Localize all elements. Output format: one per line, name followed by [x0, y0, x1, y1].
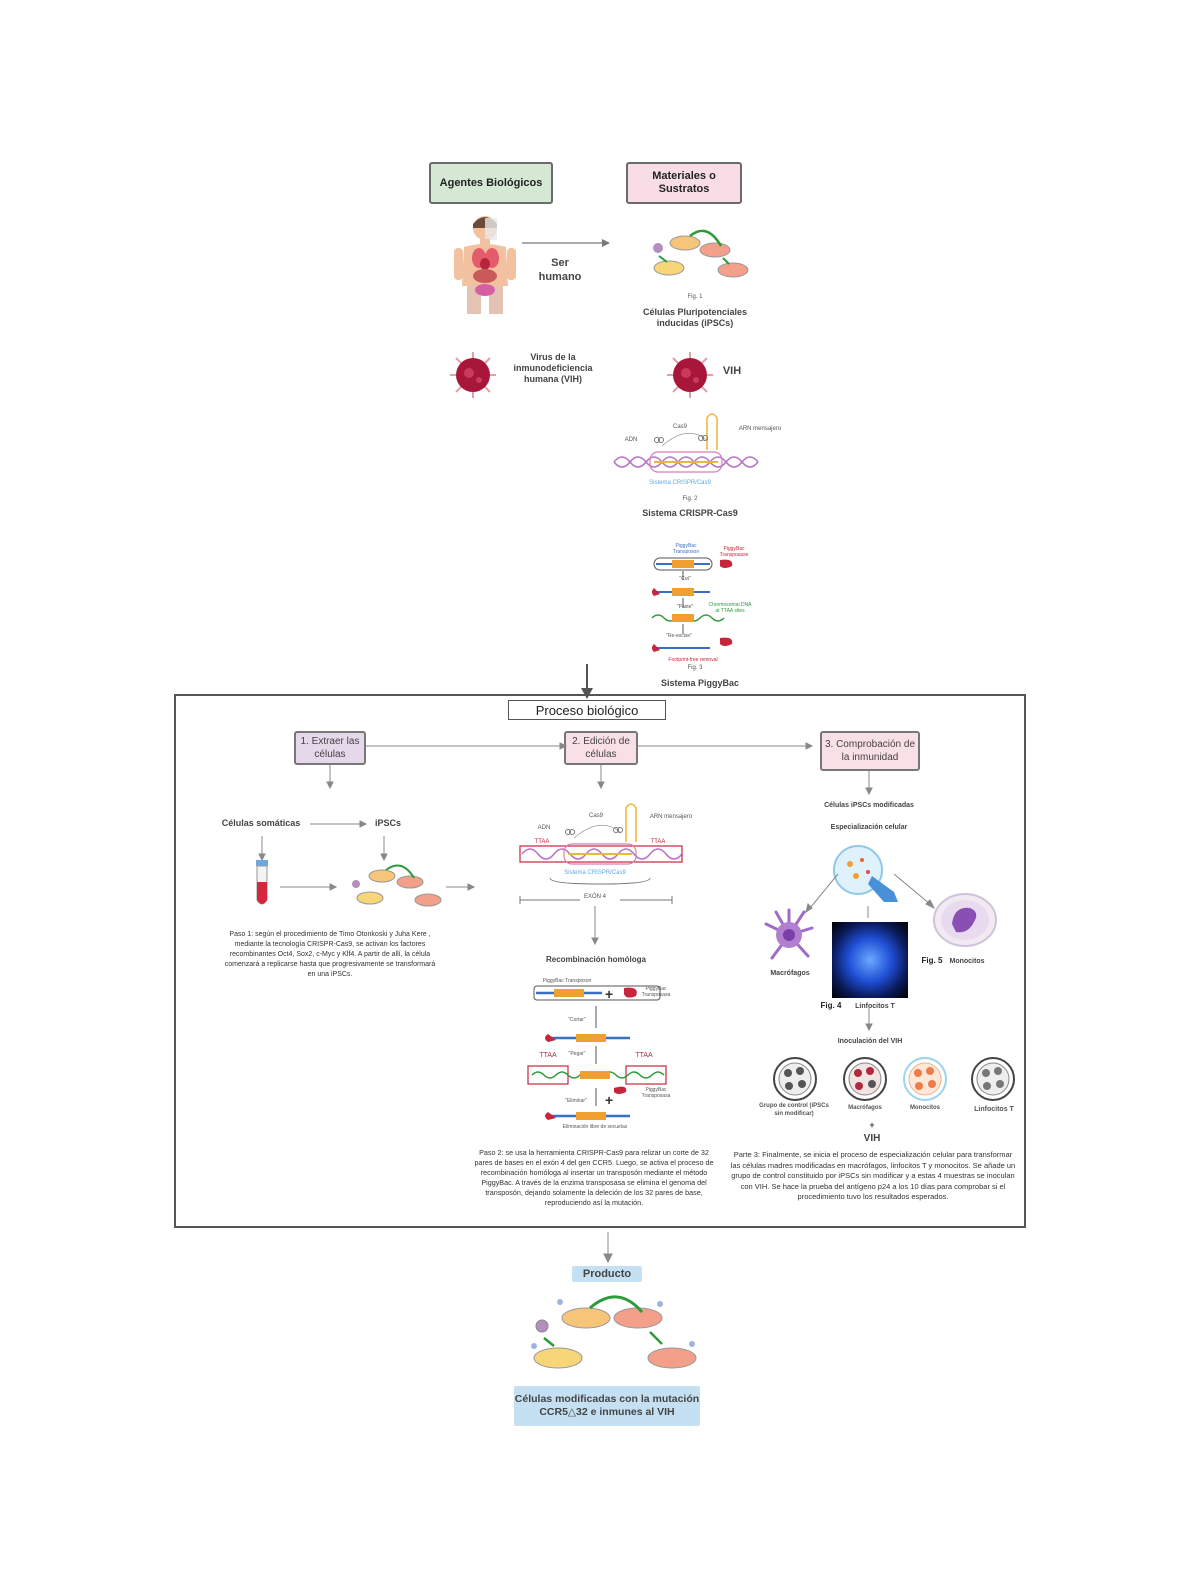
plus-icon-2: + — [605, 1092, 614, 1108]
macrophage-icon — [764, 908, 814, 960]
ipscs-label: iPSCs — [374, 818, 401, 828]
pb-transposase: PiggyBac Transposase — [719, 546, 749, 558]
step2-box: 2. Edición de células — [564, 731, 638, 765]
pegar-label: "Pegar" — [568, 1051, 586, 1057]
plus-sign: + — [869, 1120, 875, 1130]
product-result-box: Células modificadas con la mutación CCR5… — [514, 1386, 700, 1426]
crispr-step2-adn: ADN — [537, 825, 551, 831]
monocyte-icon — [933, 893, 997, 947]
test-tube-icon — [256, 860, 268, 905]
virus-icon — [450, 352, 496, 398]
specialization-arrows — [805, 873, 936, 918]
crispr-step2-cas9: Cas9 — [588, 813, 603, 819]
paso1-text: Paso 1: según el procedimiento de Timo O… — [224, 931, 436, 978]
crispr-adn: ADN — [624, 437, 638, 443]
plus-icon-1: + — [605, 986, 614, 1002]
piggybac-diagram-icon — [651, 557, 733, 652]
human-label: Ser humano — [538, 257, 582, 283]
dish-macrofagos-label: Macrófagos — [848, 1105, 882, 1111]
pb-paste: "Paste" — [676, 604, 694, 610]
dish-linfocitos-label: Linfocitos T — [974, 1106, 1014, 1113]
agents-title: Agentes Biológicos — [439, 176, 543, 189]
pb-cut: "Cut" — [679, 576, 691, 582]
vih-label: VIH — [722, 365, 742, 377]
fig3-caption: Fig. 3 — [687, 665, 703, 671]
pb-footprint: Footprint-free removal — [668, 657, 718, 663]
lymphocyte-dish-icon — [971, 1057, 1015, 1101]
pb-chrom: Chromosomal DNA at TTAA sites — [708, 602, 752, 614]
arrow-into-process — [581, 664, 593, 699]
inoculacion-label: Inoculación del VIH — [837, 1038, 903, 1045]
pb-step2-transposase-2: PiggyBac Transposasa — [641, 1087, 671, 1099]
materials-title: Materiales o Sustratos — [652, 170, 716, 195]
virus-label: Virus de la inmunodeficiencia humana (VI… — [513, 352, 593, 384]
ipsc-label: Células Pluripotenciales inducidas (iPSC… — [642, 307, 748, 328]
ttaa-pb-right: TTAA — [635, 1052, 653, 1059]
control-dish-icon — [773, 1057, 817, 1101]
process-title-box: Proceso biológico — [508, 700, 666, 720]
ipsc-dishes-step1-icon — [352, 864, 442, 907]
product-title: Producto — [582, 1267, 632, 1280]
fig1-caption: Fig. 1 — [687, 294, 703, 300]
crispr-step2-icon — [519, 803, 683, 904]
monocyte-dish-icon — [903, 1057, 947, 1101]
elim-libre-label: Eliminación libre de secuelas — [562, 1124, 628, 1130]
crispr-cas9: Cas9 — [672, 424, 687, 430]
somatic-label: Células somáticas — [221, 818, 301, 828]
pb-transposon: PiggyBac Transposon — [672, 543, 700, 555]
crispr-label: Sistema CRISPR-Cas9 — [642, 508, 738, 518]
paso2-text: Paso 2: se usa la herramienta CRISPR-Cas… — [474, 1148, 714, 1207]
grupo-control-label: Grupo de control (iPSCs sin modificar) — [759, 1103, 829, 1117]
vih-icon — [667, 352, 713, 398]
ttaa-pb-left: TTAA — [539, 1052, 557, 1059]
product-result: Células modificadas con la mutación CCR5… — [514, 1393, 700, 1418]
fig5-caption: Fig. 5 — [921, 956, 943, 965]
fig2-caption: Fig. 2 — [682, 496, 698, 502]
piggybac-label: Sistema PiggyBac — [660, 678, 740, 688]
macrofagos-label: Macrófagos — [770, 970, 810, 977]
crispr-step2-sistema: Sistema CRISPR/Cas9 — [564, 870, 626, 876]
linfocitos-label: Linfocitos T — [855, 1003, 895, 1010]
human-body-icon — [454, 216, 516, 314]
pb-reexcise: "Re-excise" — [666, 633, 692, 639]
fig4-caption: Fig. 4 — [820, 1001, 842, 1010]
ttaa-right: TTAA — [650, 839, 666, 845]
monocitos-label: Monocitos — [949, 958, 985, 965]
petri-hand-icon — [833, 845, 898, 902]
pb-step2-transposon: PiggyBac Transposon — [542, 978, 592, 984]
ipsc-dishes-icon — [653, 229, 749, 278]
step3-label: 3. Comprobación de la inmunidad — [824, 739, 916, 763]
paso3-text: Parte 3: Finalmente, se inicia el proces… — [730, 1150, 1016, 1201]
step1-box: 1. Extraer las células — [294, 731, 366, 765]
eliminar-label: "Eliminar" — [565, 1098, 587, 1104]
lymphocyte-image — [832, 922, 908, 998]
vih-step3-label: VIH — [863, 1133, 881, 1144]
crispr-diagram-icon — [613, 413, 759, 473]
dish-monocitos-label: Monocitos — [910, 1105, 940, 1111]
step3-box: 3. Comprobación de la inmunidad — [820, 731, 920, 771]
step1-label: 1. Extraer las células — [300, 736, 360, 760]
pb-step2-transposase: PiggyBac Transposasa — [641, 986, 671, 998]
arrow-human-to-ipsc — [522, 239, 610, 247]
ttaa-left: TTAA — [534, 839, 550, 845]
product-title-box: Producto — [572, 1266, 642, 1282]
agents-title-box: Agentes Biológicos — [429, 162, 553, 204]
crispr-step2-arn: ARN mensajero — [649, 814, 693, 820]
process-title: Proceso biológico — [535, 702, 639, 718]
crispr-arn: ARN mensajero — [738, 426, 782, 432]
exon-label: EXÓN 4 — [583, 894, 606, 900]
ipsc-mod-label: Células iPSCs modificadas — [824, 802, 914, 809]
crispr-sistema: Sistema CRISPR/Cas9 — [649, 480, 711, 486]
materials-title-box: Materiales o Sustratos — [626, 162, 742, 204]
macrophage-dish-icon — [843, 1057, 887, 1101]
product-dishes-icon — [531, 1295, 697, 1369]
piggybac-step2-icon — [527, 985, 667, 1120]
cortar-label: "Cortar" — [568, 1017, 586, 1023]
process-frame — [174, 694, 1026, 1228]
step2-label: 2. Edición de células — [572, 736, 630, 760]
recomb-label: Recombinación homóloga — [545, 955, 646, 964]
especializacion-label: Especialización celular — [830, 824, 908, 831]
